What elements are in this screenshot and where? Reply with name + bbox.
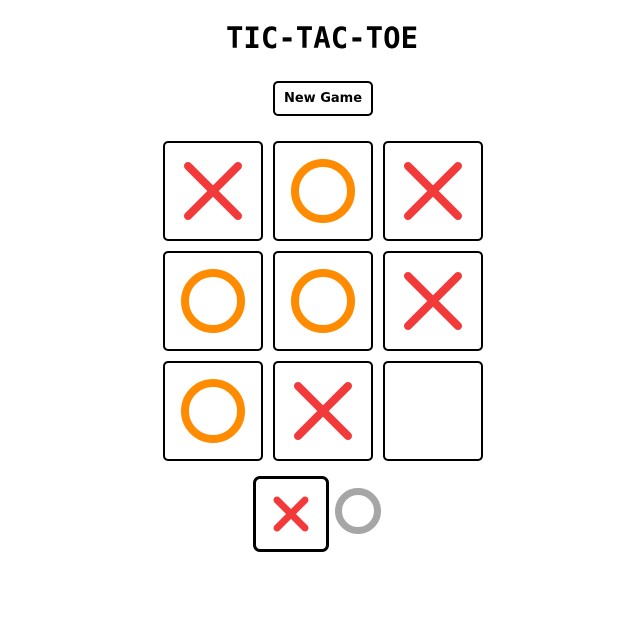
board-cell-3-3[interactable] — [383, 361, 483, 461]
new-game-button[interactable]: New Game — [273, 81, 373, 116]
board-cell-2-2[interactable] — [273, 251, 373, 351]
board-cell-3-2[interactable] — [273, 361, 373, 461]
x-mark-icon — [294, 382, 352, 440]
o-mark-icon — [335, 488, 381, 534]
o-mark-icon — [181, 379, 245, 443]
x-mark-icon — [273, 496, 309, 532]
board-cell-3-1[interactable] — [163, 361, 263, 461]
game-board — [163, 141, 483, 461]
o-mark-icon — [291, 269, 355, 333]
x-mark-icon — [184, 162, 242, 220]
game-title: TIC-TAC-TOE — [225, 21, 419, 55]
turn-indicator-x — [253, 476, 329, 552]
turn-indicator-o — [333, 486, 383, 536]
x-mark-icon — [404, 162, 462, 220]
board-cell-1-3[interactable] — [383, 141, 483, 241]
board-cell-2-3[interactable] — [383, 251, 483, 351]
o-mark-icon — [181, 269, 245, 333]
x-mark-icon — [404, 272, 462, 330]
board-cell-1-2[interactable] — [273, 141, 373, 241]
empty-cell-icon — [385, 363, 481, 459]
board-cell-1-1[interactable] — [163, 141, 263, 241]
board-cell-2-1[interactable] — [163, 251, 263, 351]
o-mark-icon — [291, 159, 355, 223]
